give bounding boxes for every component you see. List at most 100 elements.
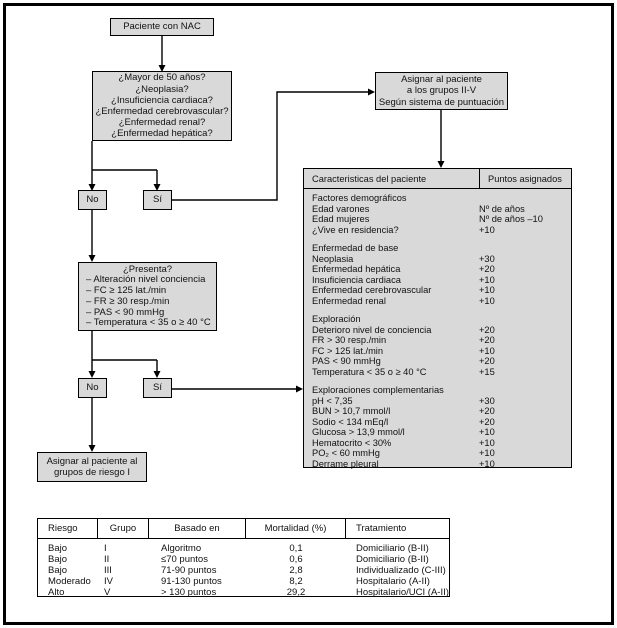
cell-grupo: II bbox=[104, 554, 110, 565]
arrowhead bbox=[153, 371, 161, 378]
question-line: ¿Neoplasia? bbox=[135, 83, 189, 95]
section-title: Factores demográficos bbox=[312, 193, 407, 203]
cell-mortalidad: 29,2 bbox=[286, 587, 306, 598]
score-label: ¿Vive en residencia? bbox=[312, 224, 399, 235]
node-label: Sí bbox=[153, 382, 162, 394]
score-label: Glucosa > 13,9 mmol/l bbox=[312, 427, 405, 437]
cell-basado: > 130 puntos bbox=[161, 587, 217, 598]
cell-grupo: III bbox=[104, 565, 112, 576]
score-row: ¿Vive en residencia? +10 bbox=[304, 225, 571, 236]
cell-tratamiento: Domiciliario (B-II) bbox=[356, 543, 429, 554]
score-row: Insuficiencia cardiaca+10 bbox=[304, 275, 571, 286]
node-no-2: No bbox=[78, 378, 107, 398]
arrowhead bbox=[88, 445, 96, 452]
score-label: Deterioro nivel de conciencia bbox=[312, 324, 432, 335]
branch-questions bbox=[91, 141, 158, 185]
node-si-2: Sí bbox=[143, 378, 172, 398]
score-row: Enfermedad hepática +20 bbox=[304, 264, 571, 275]
score-value: +15 bbox=[479, 366, 495, 377]
cell-grupo: V bbox=[104, 587, 111, 598]
question-line: ¿Insuficiencia cardiaca? bbox=[111, 94, 213, 106]
score-label: Hematocrito < 30% bbox=[312, 437, 392, 448]
score-value: +20 bbox=[479, 264, 495, 274]
score-label: FC > 125 lat./min bbox=[312, 345, 384, 356]
risk-header-tratamiento: Tratamiento bbox=[356, 523, 407, 534]
score-label: Edad varones bbox=[312, 203, 370, 214]
presenta-items: – Alteración nivel conciencia – FC ≥ 125… bbox=[79, 274, 216, 329]
score-row: PO₂ < 60 mmHg+10 bbox=[304, 448, 571, 459]
score-row: Deterioro nivel de conciencia+20 bbox=[304, 325, 571, 336]
question-line: ¿Mayor de 50 años? bbox=[118, 72, 206, 84]
arrowhead bbox=[88, 184, 96, 191]
node-asignar-grupos-ii-v: Asignar al paciente a los grupos II-V Se… bbox=[375, 72, 508, 110]
node-line: grupos de riesgo I bbox=[53, 467, 131, 478]
presenta-title: ¿Presenta? bbox=[122, 263, 173, 275]
question-line: ¿Enfermedad renal? bbox=[118, 117, 206, 129]
score-row: pH < 7,35+30 bbox=[304, 396, 571, 407]
cell-mortalidad: 0,6 bbox=[289, 554, 303, 565]
score-table-header: Caracteristicas del paciente Puntos asig… bbox=[304, 169, 571, 189]
arrowhead bbox=[296, 385, 303, 393]
score-label: Enfermedad renal bbox=[312, 295, 386, 306]
node-preguntas: ¿Mayor de 50 años? ¿Neoplasia? ¿Insufici… bbox=[92, 71, 232, 141]
score-row: BUN > 10,7 mmol/l+20 bbox=[304, 406, 571, 417]
cell-mortalidad: 8,2 bbox=[289, 576, 303, 587]
cell-riesgo: Bajo bbox=[48, 554, 68, 565]
node-grupo-riesgo-1: Asignar al paciente al grupos de riesgo … bbox=[37, 452, 147, 482]
score-value: +30 bbox=[479, 395, 495, 406]
cell-grupo: I bbox=[104, 543, 107, 554]
score-value: +20 bbox=[479, 335, 495, 345]
score-value: +10 bbox=[479, 427, 495, 437]
score-value: Nº de años –10 bbox=[479, 214, 543, 224]
branch-presenta bbox=[91, 331, 158, 373]
score-label: Edad mujeres bbox=[312, 214, 370, 224]
score-row: Glucosa > 13,9 mmol/l +10 bbox=[304, 427, 571, 438]
risk-header-grupo: Grupo bbox=[98, 519, 149, 538]
risk-header-basado: Basado en bbox=[149, 519, 246, 538]
presenta-item: – Temperatura < 35 o ≥ 40 °C bbox=[86, 317, 211, 329]
section-title: Enfermedad de base bbox=[312, 243, 399, 253]
score-value: +20 bbox=[479, 416, 495, 427]
risk-row: Bajo I Algoritmo 0,1 Domiciliario (B-II) bbox=[38, 543, 449, 554]
cell-tratamiento: Hospitalario (A-II) bbox=[356, 576, 430, 587]
risk-table-header: Riesgo Grupo Basado en Mortalidad (%) Tr… bbox=[38, 519, 449, 539]
cell-tratamiento: Hospitalario/UCI (A-II) bbox=[356, 587, 449, 598]
score-section-exploracion: Exploración Deterioro nivel de concienci… bbox=[304, 314, 571, 377]
node-line: a los grupos II-V bbox=[406, 85, 477, 97]
node-line: Según sistema de puntuación bbox=[378, 96, 505, 108]
score-value: +10 bbox=[479, 224, 495, 235]
score-label: Sodio < 134 mEq/l bbox=[312, 416, 389, 427]
score-value: +10 bbox=[479, 458, 495, 469]
node-line: Asignar al paciente bbox=[401, 74, 482, 86]
score-row: Edad mujeres Nº de años –10 bbox=[304, 214, 571, 225]
score-row: FR > 30 resp./min+20 bbox=[304, 335, 571, 346]
cell-tratamiento: Domiciliario (B-II) bbox=[356, 554, 429, 565]
node-si-1: Sí bbox=[143, 190, 172, 210]
node-label: Sí bbox=[153, 194, 162, 206]
score-row: Neoplasia+30 bbox=[304, 254, 571, 265]
score-value: +10 bbox=[479, 295, 495, 306]
cell-riesgo: Alto bbox=[48, 587, 65, 598]
score-row: Derrame pleural+10 bbox=[304, 459, 571, 470]
node-label: No bbox=[86, 382, 99, 394]
node-no-1: No bbox=[78, 190, 107, 210]
presenta-item: – FR ≥ 30 resp./min bbox=[86, 295, 170, 307]
score-label: BUN > 10,7 mmol/l bbox=[312, 406, 391, 416]
arrowhead bbox=[88, 371, 96, 378]
score-row: Enfermedad renal +10 bbox=[304, 296, 571, 307]
score-value: +30 bbox=[479, 253, 495, 264]
node-paciente-nac: Paciente con NAC bbox=[110, 18, 214, 36]
score-label: Enfermedad hepática bbox=[312, 264, 401, 274]
node-presenta: ¿Presenta? – Alteración nivel conciencia… bbox=[78, 262, 217, 331]
arrowhead bbox=[88, 255, 96, 262]
score-section-complementarias: Exploraciones complementarias pH < 7,35+… bbox=[304, 385, 571, 469]
section-title: Exploraciones complementarias bbox=[312, 385, 444, 395]
score-label: Enfermedad cerebrovascular bbox=[312, 285, 432, 295]
risk-row: Bajo III 71-90 puntos 2,8 Individualizad… bbox=[38, 565, 449, 576]
presenta-item: – Alteración nivel conciencia bbox=[86, 274, 206, 286]
cell-grupo: IV bbox=[104, 576, 113, 587]
cell-tratamiento: Individualizado (C-III) bbox=[356, 565, 446, 576]
